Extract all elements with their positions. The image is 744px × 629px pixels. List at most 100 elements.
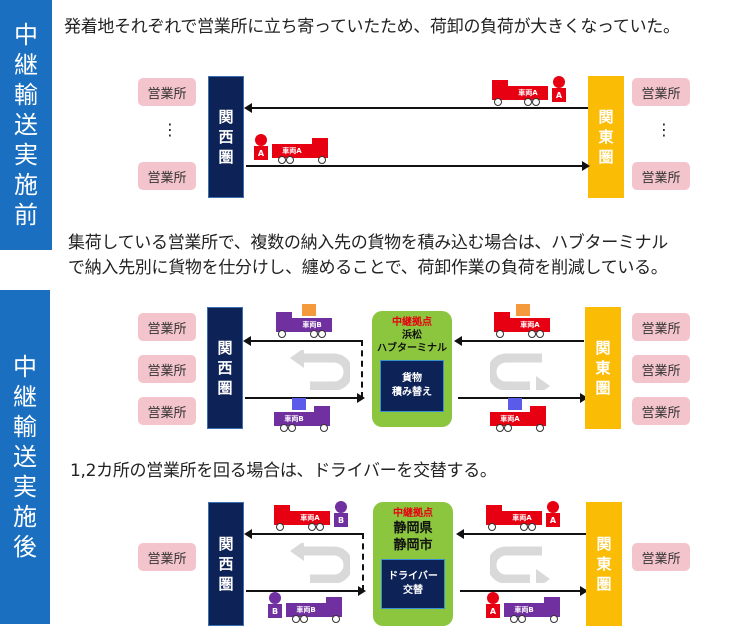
side-char: 実 xyxy=(13,473,37,501)
region-char: 西 xyxy=(217,359,233,377)
truck-label: 車両B xyxy=(292,318,332,332)
hub-name: 静岡市 xyxy=(393,538,433,553)
ellipsis: ⋮ xyxy=(656,120,672,139)
hub-hamamatsu: 中継拠点 浜松 ハブターミナル 貨物 積み替え xyxy=(372,311,452,427)
driver-icon: B xyxy=(268,592,282,618)
driver-icon: A xyxy=(254,134,268,160)
region-char: 圏 xyxy=(596,575,612,593)
truck-label: 車両B xyxy=(286,603,326,617)
region-char: 関 xyxy=(217,339,233,357)
side-char: 中 xyxy=(13,353,37,381)
kansai-region: 関 西 圏 xyxy=(208,502,244,626)
truck-purple: 車両B xyxy=(286,597,342,623)
arrow-right xyxy=(246,586,366,596)
office: 営業所 xyxy=(138,162,196,190)
office: 営業所 xyxy=(138,78,196,106)
uturn-right-icon xyxy=(490,353,550,390)
truck-label: 車両A xyxy=(490,412,530,426)
kansai-region: 関 西 圏 xyxy=(208,76,244,198)
side-char: 後 xyxy=(13,533,37,561)
cargo-box xyxy=(302,304,316,316)
cargo-box xyxy=(516,304,530,316)
truck-purple: 車両B xyxy=(274,406,330,432)
after-caption-1b: で納入先別に貨物を仕分けし、纏めることで、荷卸作業の負荷を削減している。 xyxy=(68,258,668,278)
side-char: 送 xyxy=(13,443,37,471)
region-char: 東 xyxy=(598,128,614,146)
office: 営業所 xyxy=(138,355,196,383)
side-char: 前 xyxy=(14,201,38,229)
ellipsis: ⋮ xyxy=(162,120,178,139)
hub-box-text: 交替 xyxy=(403,585,423,596)
after-caption-2: 1,2カ所の営業所を回る場合は、ドライバーを交替する。 xyxy=(70,461,497,481)
arrow-right xyxy=(458,393,588,403)
cargo-box xyxy=(292,398,306,410)
truck-red: 車両A xyxy=(274,505,330,531)
truck-red: 車両A xyxy=(490,406,546,432)
office: 営業所 xyxy=(138,313,196,341)
driver-icon: B xyxy=(334,501,348,527)
hub-name: 静岡県 xyxy=(393,521,433,536)
region-char: 圏 xyxy=(218,575,234,593)
office: 営業所 xyxy=(632,313,690,341)
office: 営業所 xyxy=(138,397,196,425)
region-char: 関 xyxy=(598,108,614,126)
arrow-left xyxy=(244,103,588,113)
hub-name: 浜松 xyxy=(402,330,422,341)
truck-label: 車両B xyxy=(504,603,544,617)
dashed-link xyxy=(361,340,363,398)
hub-shizuoka: 中継拠点 静岡県 静岡市 ドライバー 交替 xyxy=(373,502,453,626)
truck-red: 車両A xyxy=(492,80,558,106)
side-char: 送 xyxy=(14,111,38,139)
hub-name: ハブターミナル xyxy=(377,343,447,354)
before-side-label: 中 継 輸 送 実 施 前 xyxy=(0,0,52,250)
after-caption-1: 集荷している営業所で、複数の納入先の貨物を積み込む場合は、ハブターミナル xyxy=(68,233,669,253)
kanto-region: 関 東 圏 xyxy=(585,307,621,429)
cargo-box xyxy=(508,398,522,410)
side-char: 継 xyxy=(13,383,37,411)
region-char: 関 xyxy=(218,108,234,126)
region-char: 圏 xyxy=(595,379,611,397)
region-char: 圏 xyxy=(598,148,614,166)
truck-red: 車両A xyxy=(486,505,542,531)
office: 営業所 xyxy=(632,78,690,106)
driver-tag: B xyxy=(334,513,348,527)
kanto-region: 関 東 圏 xyxy=(586,502,622,626)
kanto-region: 関 東 圏 xyxy=(588,76,624,198)
region-char: 西 xyxy=(218,128,234,146)
driver-tag: A xyxy=(486,604,500,618)
office: 営業所 xyxy=(632,397,690,425)
side-char: 施 xyxy=(13,503,37,531)
side-char: 中 xyxy=(14,21,38,49)
region-char: 圏 xyxy=(217,379,233,397)
hub-label: 中継拠点 xyxy=(393,508,433,519)
region-char: 東 xyxy=(596,555,612,573)
uturn-right-icon xyxy=(490,546,550,583)
office: 営業所 xyxy=(632,162,690,190)
region-char: 関 xyxy=(596,535,612,553)
truck-label: 車両A xyxy=(510,318,550,332)
region-char: 関 xyxy=(595,339,611,357)
arrow-right xyxy=(246,161,590,171)
truck-purple: 車両B xyxy=(504,597,560,623)
office: 営業所 xyxy=(632,355,690,383)
driver-icon: A xyxy=(552,76,566,102)
hub-box-text: ドライバー xyxy=(388,571,438,582)
hub-box-text: 積み替え xyxy=(392,387,432,398)
driver-icon: A xyxy=(546,501,560,527)
driver-tag: A xyxy=(254,146,268,160)
side-char: 輸 xyxy=(13,413,37,441)
truck-label: 車両A xyxy=(290,511,330,525)
uturn-left-icon xyxy=(290,350,350,390)
before-caption: 発着地それぞれで営業所に立ち寄っていたため、荷卸の負荷が大きくなっていた。 xyxy=(64,17,680,37)
region-char: 関 xyxy=(218,535,234,553)
arrow-left xyxy=(243,336,363,346)
hub-box: ドライバー 交替 xyxy=(381,559,445,609)
driver-tag: A xyxy=(552,88,566,102)
truck-red: 車両A xyxy=(272,138,328,164)
arrow-left xyxy=(454,336,584,346)
office: 営業所 xyxy=(632,543,690,571)
dashed-link xyxy=(362,533,364,591)
uturn-left-icon xyxy=(290,543,350,583)
office: 営業所 xyxy=(138,543,196,571)
arrow-left xyxy=(244,529,364,539)
